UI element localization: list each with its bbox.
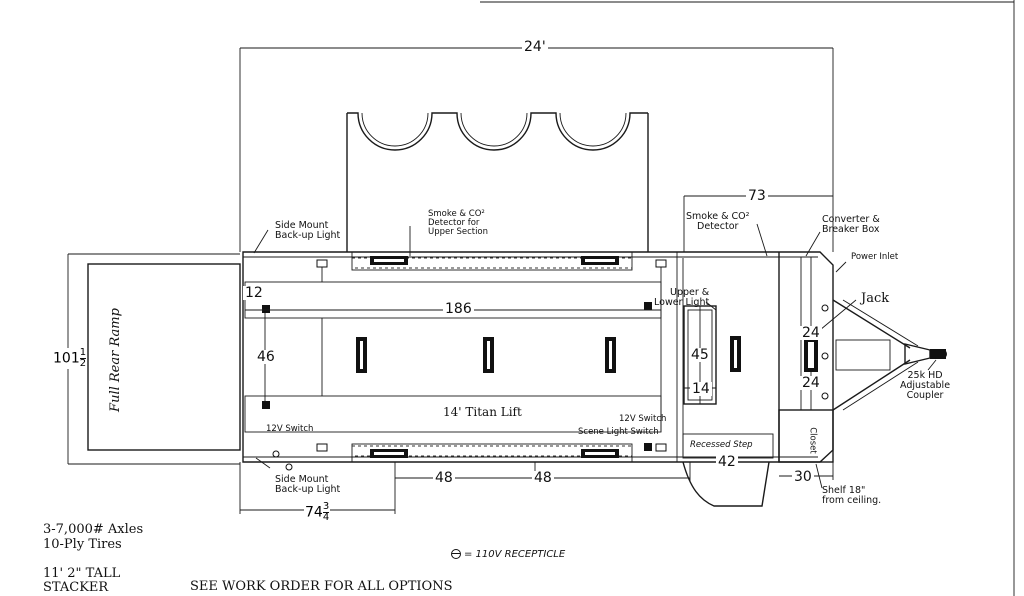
label-upper-lower-line2: Lower Light — [654, 297, 710, 308]
label-side-mount-top-line2: Back-up Light — [275, 230, 341, 241]
label-upper-lower-light: Upper & Lower Light — [654, 288, 709, 308]
label-recessed-step: Recessed Step — [690, 440, 753, 450]
dim-spacing-48-b: 48 — [532, 470, 554, 486]
rear-ramp — [67, 253, 241, 465]
note-receptacle-text: = 110V RECEPTICLE — [464, 549, 566, 560]
note-tires: 10-Ply Tires — [43, 537, 122, 552]
label-shelf-line2: from ceiling. — [822, 495, 882, 506]
label-coupler-line2: Adjustable — [900, 380, 951, 391]
upper-section-outline — [346, 112, 649, 252]
dim-box-14: 14 — [690, 381, 712, 397]
label-side-mount-bottom: Side Mount Back-up Light — [275, 475, 340, 495]
label-side-mount-top-line1: Side Mount — [275, 220, 329, 231]
receptacle-symbols — [272, 450, 293, 471]
dim-closet-30: 30 — [792, 469, 814, 485]
dim-deck-length: 186 — [443, 301, 474, 317]
label-converter-line2: Breaker Box — [822, 224, 880, 235]
label-smoke-front-line1: Smoke & CO² — [686, 211, 750, 222]
label-side-mount-bottom-line1: Side Mount — [275, 474, 329, 485]
receptacle-icon — [451, 549, 461, 559]
dim-offset: 12 — [243, 285, 265, 301]
dim-box-45: 45 — [689, 347, 711, 363]
label-power-inlet: Power Inlet — [851, 252, 899, 262]
label-converter-line1: Converter & — [822, 214, 880, 225]
label-upper-lower-line1: Upper & — [669, 287, 710, 298]
label-titan-lift: 14' Titan Lift — [443, 405, 522, 419]
label-smoke-front-line2: Detector — [697, 221, 739, 232]
note-stacker: STACKER — [43, 580, 109, 595]
closet-box — [778, 409, 834, 463]
dim-rear-num: 3 — [322, 501, 330, 513]
label-smoke-upper: Smoke & CO² Detector for Upper Section — [428, 210, 488, 237]
note-receptacle: = 110V RECEPTICLE — [451, 549, 565, 560]
label-smoke-front: Smoke & CO² Detector — [686, 212, 749, 232]
dim-jack-24-bottom: 24 — [800, 375, 822, 391]
note-work-order: SEE WORK ORDER FOR ALL OPTIONS — [190, 579, 453, 594]
dim-overall-length: 24' — [522, 39, 548, 55]
track-rails — [244, 259, 667, 452]
dim-ramp-width-num: 1 — [79, 347, 87, 359]
label-scene-light-switch: Scene Light Switch — [578, 427, 659, 437]
trailer-body — [242, 251, 834, 463]
dim-ramp-width-den: 2 — [79, 358, 87, 369]
label-12v-switch-right: 12V Switch — [619, 414, 667, 424]
dim-rear-den: 4 — [322, 512, 330, 523]
leader-lines — [253, 223, 937, 489]
fenders — [351, 251, 633, 463]
label-shelf: Shelf 18" from ceiling. — [822, 486, 881, 506]
label-coupler-line3: Coupler — [906, 390, 944, 401]
dim-jack-24-top: 24 — [800, 325, 822, 341]
label-closet: Closet — [807, 427, 818, 454]
label-smoke-upper-line3: Upper Section — [428, 227, 489, 237]
dim-rear-whole: 74 — [305, 504, 323, 521]
tie-down-points — [262, 302, 652, 451]
dim-spacing-48-a: 48 — [433, 470, 455, 486]
label-jack: Jack — [861, 291, 890, 306]
label-side-mount-top: Side Mount Back-up Light — [275, 221, 340, 241]
note-tall: 11' 2" TALL — [43, 566, 121, 581]
label-converter: Converter & Breaker Box — [822, 215, 880, 235]
label-coupler-line1: 25k HD — [907, 370, 943, 381]
trailer-tongue — [804, 299, 947, 411]
note-axles: 3-7,000# Axles — [43, 522, 144, 537]
label-full-rear-ramp: Full Rear Ramp — [108, 308, 123, 412]
label-side-mount-bottom-line2: Back-up Light — [275, 484, 341, 495]
dim-front-section: 73 — [746, 188, 768, 204]
dim-spacing-46: 46 — [255, 349, 277, 365]
label-shelf-line1: Shelf 18" — [822, 485, 866, 496]
label-12v-switch-left: 12V Switch — [266, 424, 314, 434]
label-smoke-upper-line1: Smoke & CO² — [428, 209, 485, 219]
label-smoke-upper-line2: Detector for — [428, 218, 480, 228]
dim-width-42: 42 — [716, 454, 738, 470]
label-coupler: 25k HD Adjustable Coupler — [900, 371, 950, 401]
dim-ramp-width-whole: 101 — [53, 350, 80, 367]
